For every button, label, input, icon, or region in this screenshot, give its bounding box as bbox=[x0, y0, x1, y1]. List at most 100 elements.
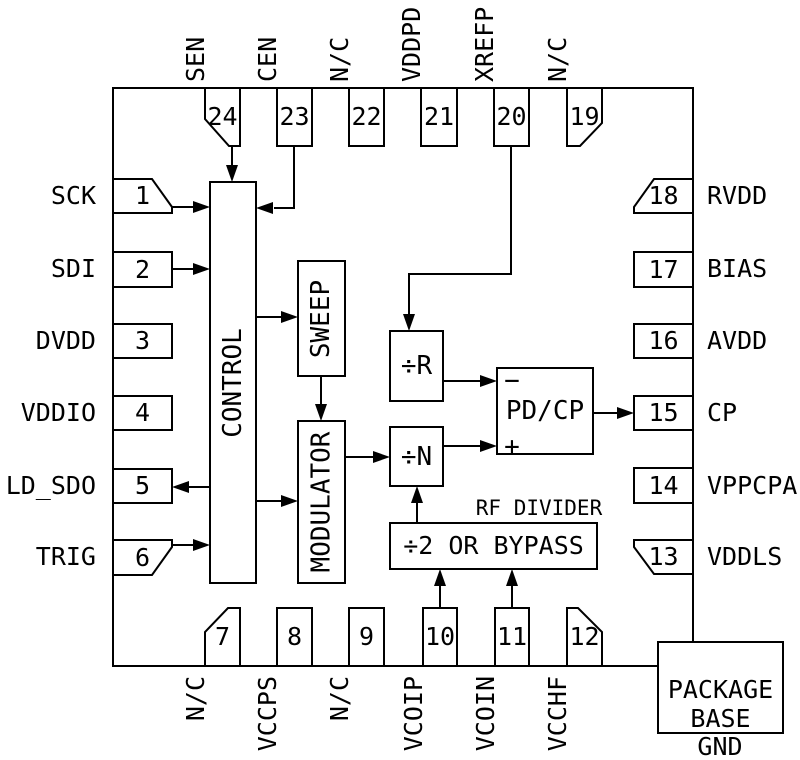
arrowhead-vcoip-up bbox=[434, 569, 446, 586]
modulator-block-text: MODULATOR bbox=[306, 431, 337, 573]
pin-2-label: SDI bbox=[50, 254, 96, 283]
pin-4-shape bbox=[112, 395, 173, 431]
pin-18-number: 18 bbox=[648, 181, 679, 210]
control-block-label: CONTROL bbox=[210, 182, 256, 583]
pin-13-number: 13 bbox=[648, 542, 679, 571]
pin-4-label: VDDIO bbox=[20, 398, 96, 427]
pin-3-label: DVDD bbox=[35, 326, 96, 355]
arrowhead-cp-right bbox=[617, 407, 634, 419]
package-base-line2: BASE bbox=[690, 704, 751, 733]
pin-8-label: VCCPS bbox=[253, 676, 282, 752]
pin-2-shape bbox=[112, 251, 173, 288]
control-block-text: CONTROL bbox=[218, 327, 249, 438]
arrowhead-ctrl-mod-right bbox=[281, 495, 298, 507]
pin-3-number: 3 bbox=[134, 326, 151, 355]
pin-16-label: AVDD bbox=[707, 326, 768, 355]
pin-21-number: 21 bbox=[423, 102, 455, 131]
pin-9-label: N/C bbox=[325, 676, 354, 722]
pin-10-number: 10 bbox=[424, 622, 456, 651]
pin-14-shape bbox=[633, 467, 694, 504]
arrowhead-cen-left bbox=[256, 202, 273, 214]
pin-12-shape bbox=[566, 607, 603, 667]
pin-22-label: N/C bbox=[325, 36, 354, 82]
pin-1-number: 1 bbox=[134, 181, 151, 210]
arrowhead-sck-right bbox=[193, 201, 210, 213]
pin-7-label: N/C bbox=[181, 676, 210, 722]
pin-17-number: 17 bbox=[648, 254, 679, 284]
pin-22-number: 22 bbox=[351, 102, 382, 131]
pd-cp-minus-sign: − bbox=[504, 366, 520, 396]
modulator-block-box bbox=[297, 420, 346, 584]
arrowheads bbox=[172, 165, 634, 586]
pin-24-label: SEN bbox=[181, 36, 210, 82]
control-block-box bbox=[209, 181, 257, 584]
pin-12-label: VCCHF bbox=[543, 676, 572, 752]
pin-18-label: RVDD bbox=[707, 181, 768, 210]
wires bbox=[172, 146, 618, 608]
pin-5-label: LD_SDO bbox=[5, 471, 96, 500]
pin-13-shape bbox=[633, 539, 694, 575]
pin-7-number: 7 bbox=[214, 622, 231, 651]
pin-23-label: CEN bbox=[253, 36, 282, 82]
pin-24-number: 24 bbox=[207, 102, 238, 131]
pin-15-label: CP bbox=[707, 398, 738, 427]
pin-23-number: 23 bbox=[279, 102, 310, 131]
package-base-line1: PACKAGE bbox=[667, 675, 774, 704]
pd-cp-block-label: PD/CP bbox=[505, 396, 585, 426]
pin-11-label: VCOIN bbox=[471, 676, 500, 752]
arrowhead-modulator-down bbox=[315, 404, 327, 421]
pin-12-number: 12 bbox=[569, 622, 600, 651]
arrowhead-rfdiv-up bbox=[411, 486, 423, 503]
pin-9-shape bbox=[348, 607, 385, 667]
pin-6-number: 6 bbox=[134, 542, 151, 572]
pin-17-label: BIAS bbox=[707, 254, 768, 283]
arrowhead-sweep-right bbox=[281, 311, 298, 323]
pin-17-shape bbox=[633, 251, 694, 288]
div-n-block-box bbox=[389, 426, 444, 487]
pin-24-shape bbox=[204, 87, 241, 147]
arrowhead-trig-right bbox=[193, 539, 210, 551]
arrowhead-xrefp-down bbox=[403, 314, 415, 331]
div2-or-bypass-label: ÷2 OR BYPASS bbox=[403, 531, 584, 560]
arrowhead-ldsdo-left bbox=[172, 481, 189, 493]
package-base-gnd-label: GND bbox=[697, 732, 743, 760]
pin-6-shape bbox=[112, 539, 173, 576]
pin-21-label: VDDPD bbox=[397, 6, 426, 82]
pin-7-shape bbox=[204, 607, 241, 667]
arrowhead-vcoin-up bbox=[506, 569, 518, 586]
pin-15-number: 15 bbox=[648, 398, 679, 427]
sweep-block-box bbox=[297, 260, 346, 377]
wire-xrefp-to-div-r bbox=[408, 146, 512, 314]
pin-15-shape bbox=[633, 395, 694, 431]
pin-5-shape bbox=[112, 468, 173, 504]
pin-20-shape bbox=[493, 87, 530, 147]
arrowhead-div-n-in-right bbox=[373, 451, 390, 463]
div-n-block-label: ÷N bbox=[400, 441, 433, 472]
pin-22-shape bbox=[348, 87, 385, 147]
package-base-box bbox=[657, 641, 784, 734]
pin-9-number: 9 bbox=[358, 622, 375, 651]
arrowhead-sen-down bbox=[226, 165, 238, 182]
sweep-block-text: SWEEP bbox=[306, 279, 337, 358]
pin-2-number: 2 bbox=[134, 254, 151, 284]
pin-19-number: 19 bbox=[569, 102, 600, 131]
pin-19-shape bbox=[566, 87, 603, 147]
pin-14-number: 14 bbox=[648, 470, 679, 500]
arrowhead-sdi-right bbox=[193, 263, 210, 275]
pin-16-number: 16 bbox=[648, 326, 679, 355]
pin-4-number: 4 bbox=[134, 398, 151, 427]
pin-10-shape bbox=[422, 607, 458, 667]
div-r-block-box bbox=[389, 330, 444, 402]
arrowhead-div-r-right bbox=[480, 375, 497, 387]
pin-1-label: SCK bbox=[50, 181, 96, 210]
pin-14-label: VPPCPA bbox=[707, 471, 798, 500]
pd-cp-plus-sign: + bbox=[504, 432, 520, 462]
pin-6-label: TRIG bbox=[35, 542, 96, 571]
wire-cen-to-control bbox=[274, 146, 295, 209]
pin-5-number: 5 bbox=[134, 471, 151, 500]
package-base-label: PACKAGE BASE bbox=[658, 642, 783, 733]
pin-11-shape bbox=[494, 607, 530, 667]
pin-18-shape bbox=[633, 178, 694, 214]
